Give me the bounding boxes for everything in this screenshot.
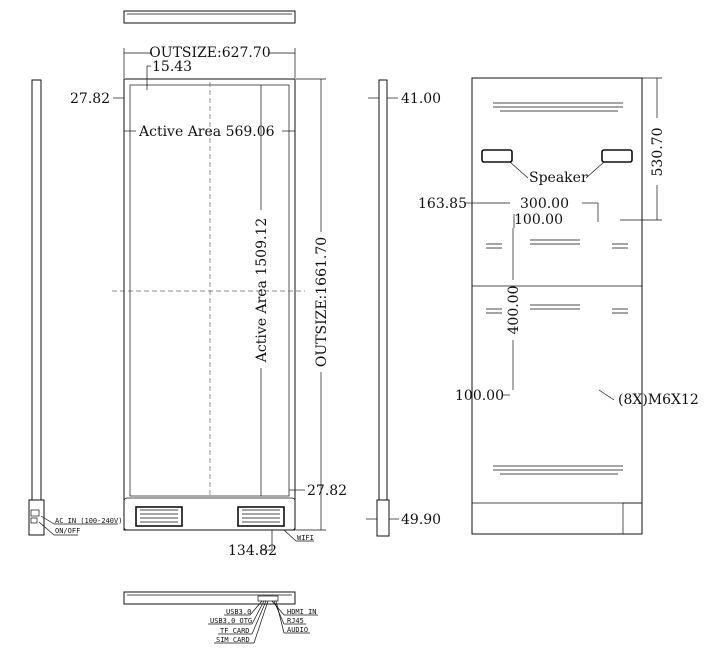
outsize-width-label: OUTSIZE:627.70: [149, 45, 270, 61]
speaker-label: Speaker: [529, 170, 588, 186]
rear-view: [471, 77, 643, 535]
bottom-bezel-label: 27.82: [307, 483, 347, 499]
top-view: [123, 10, 296, 24]
active-height-dim: Active Area 1509.12: [254, 85, 270, 496]
outsize-height-label: OUTSIZE:1661.70: [314, 237, 330, 367]
bezel-side-dim: 15.43: [146, 59, 192, 90]
ac-in-callout: AC IN (100-240V) ON/OFF: [38, 515, 122, 536]
mount-v-small-label: 100.00: [514, 212, 563, 228]
tf-card-label: TF CARD: [220, 627, 250, 635]
speaker-spacing-dim: 530.70: [620, 77, 666, 221]
usb3-otg-label: USB3.0 OTG: [210, 617, 252, 625]
base-depth-label: 49.90: [401, 512, 441, 528]
left-side-view: [28, 79, 45, 536]
rj45-label: RJ45: [287, 617, 304, 625]
screws-callout: (8X)M6X12: [598, 389, 699, 408]
right-side-view: [376, 79, 390, 537]
active-width-dim: Active Area 569.06: [124, 124, 295, 140]
mount-h-dim: 300.00: [480, 196, 599, 222]
mount-v-small-dim: 100.00: [513, 212, 563, 228]
mount-left-label: 163.85: [418, 196, 467, 212]
front-view: [112, 78, 305, 531]
bottom-ports-callout: USB3.0 USB3.0 OTG TF CARD SIM CARD HDMI …: [208, 600, 318, 644]
speaker-spacing-label: 530.70: [650, 128, 666, 177]
base-depth-dim: 49.90: [366, 512, 441, 528]
top-offset-label: 27.82: [70, 91, 110, 107]
active-width-label: Active Area 569.06: [138, 124, 275, 140]
mount-v-bottom-dim: 100.00: [455, 388, 510, 404]
on-off-label: ON/OFF: [55, 527, 80, 535]
ac-in-label: AC IN (100-240V): [55, 517, 122, 525]
bottom-view: [123, 591, 296, 605]
speaker-left-rear: [481, 149, 513, 163]
sim-card-label: SIM CARD: [216, 636, 250, 644]
outsize-height-dim: OUTSIZE:1661.70: [296, 78, 330, 531]
mount-left-dim: 163.85: [418, 196, 480, 212]
screws-label: (8X)M6X12: [618, 392, 699, 408]
bottom-bezel-dim: 27.82: [289, 483, 347, 499]
wifi-label: WIFI: [297, 534, 314, 542]
bottom-offset-dim: 134.82: [228, 530, 277, 559]
depth-dim: 41.00: [368, 91, 441, 107]
audio-label: AUDIO: [287, 626, 308, 634]
mount-v-label: 400.00: [506, 286, 522, 335]
mount-v-dim: 400.00: [506, 228, 522, 390]
speaker-right-rear: [601, 149, 633, 163]
top-offset-dim: 27.82: [70, 91, 124, 107]
speaker-grille-left: [135, 506, 183, 527]
outsize-width-dim: OUTSIZE:627.70: [123, 45, 296, 78]
usb3-label: USB3.0: [226, 608, 251, 616]
active-height-label: Active Area 1509.12: [254, 218, 270, 363]
speaker-callout: Speaker: [509, 161, 605, 186]
depth-label: 41.00: [401, 91, 441, 107]
bottom-offset-label: 134.82: [228, 543, 277, 559]
mount-h-label: 300.00: [520, 196, 569, 212]
hdmi-in-label: HDMI IN: [287, 608, 317, 616]
mount-v-bottom-label: 100.00: [455, 388, 504, 404]
wifi-callout: WIFI: [283, 529, 314, 542]
speaker-grille-right: [237, 506, 285, 527]
bezel-side-label: 15.43: [152, 59, 192, 75]
